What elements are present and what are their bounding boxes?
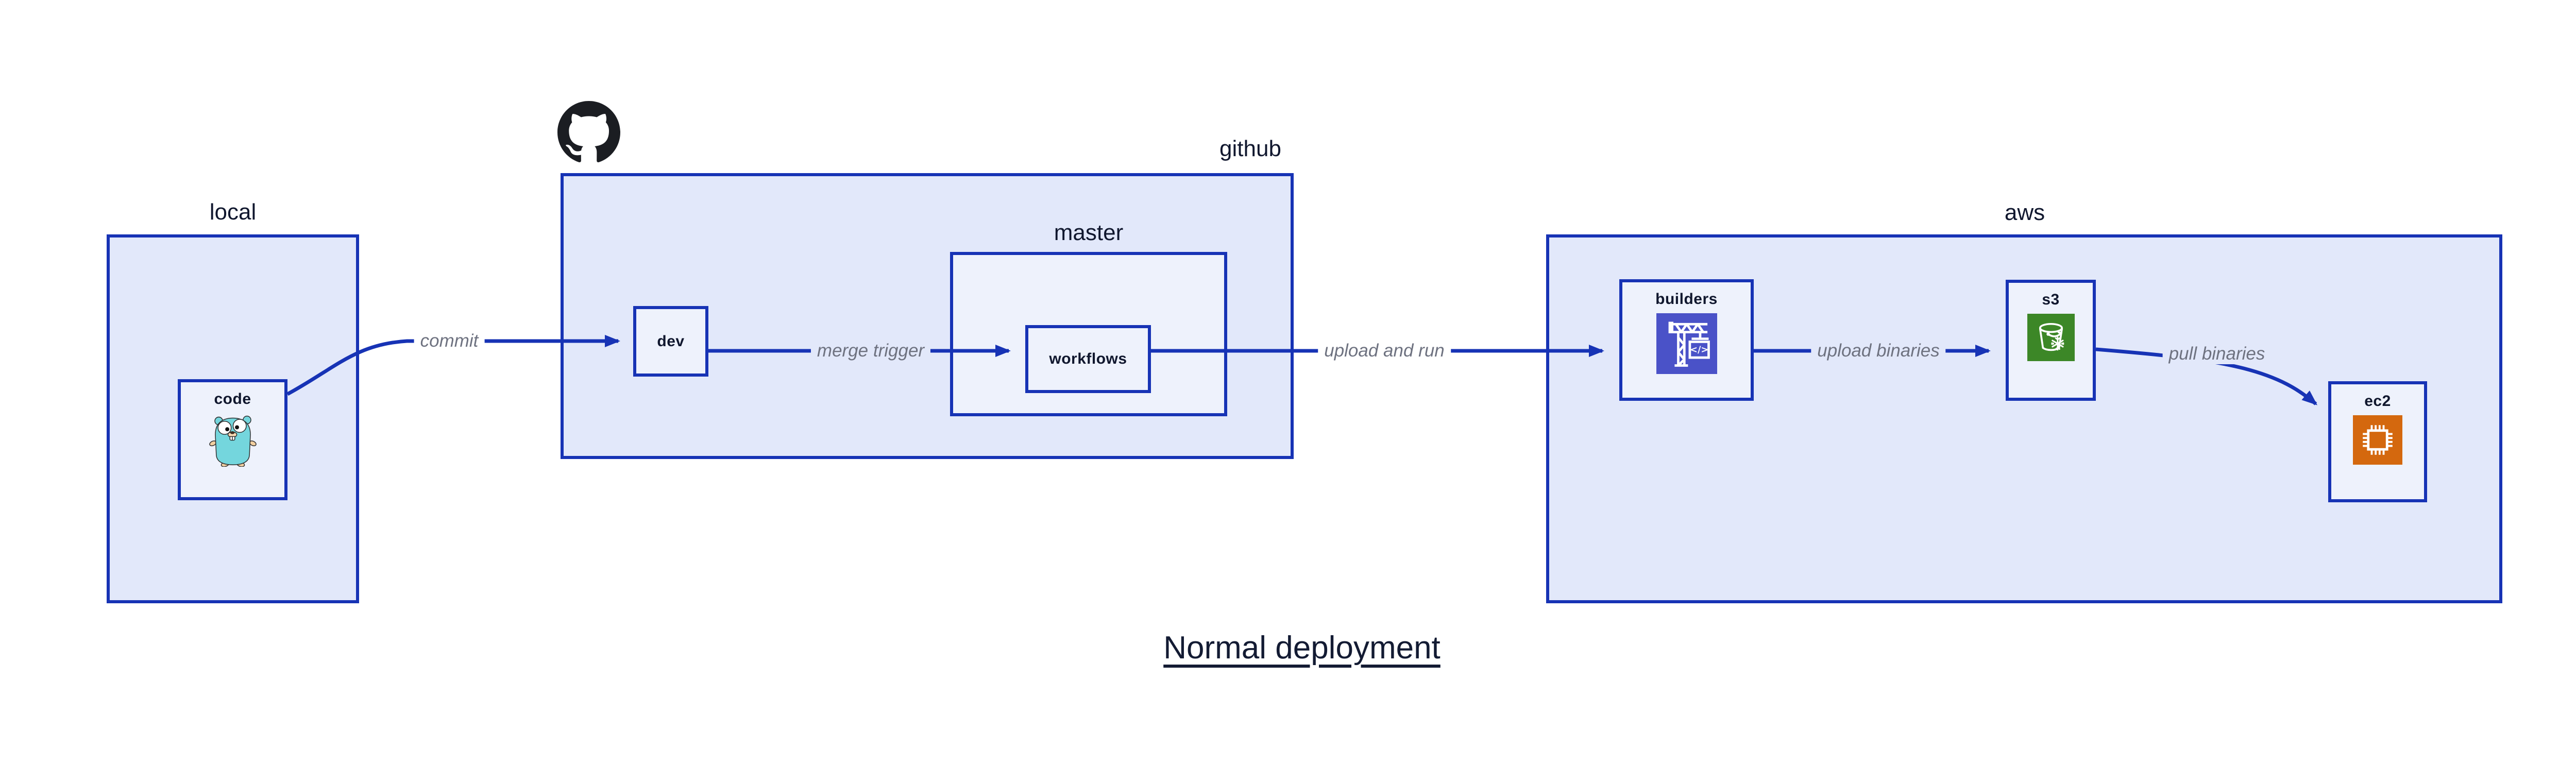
group-master-label: master bbox=[1054, 220, 1124, 245]
node-dev: dev bbox=[633, 306, 708, 377]
node-s3-label: s3 bbox=[2042, 291, 2060, 308]
s3-bucket-icon bbox=[2027, 314, 2075, 361]
group-github-label: github bbox=[1219, 136, 1281, 161]
github-octocat-icon bbox=[557, 101, 620, 162]
node-ec2: ec2 bbox=[2328, 381, 2427, 502]
node-builders: builders </> bbox=[1619, 279, 1754, 401]
node-dev-label: dev bbox=[657, 332, 685, 350]
edge-upload-binaries-label: upload binaries bbox=[1811, 341, 1946, 361]
ec2-chip-icon bbox=[2353, 415, 2402, 465]
group-aws-label: aws bbox=[2004, 200, 2045, 225]
node-s3: s3 bbox=[2006, 280, 2096, 401]
edge-merge-trigger-label: merge trigger bbox=[810, 341, 931, 361]
edge-upload-and-run-label: upload and run bbox=[1318, 341, 1451, 361]
node-code-label: code bbox=[214, 390, 251, 408]
node-builders-label: builders bbox=[1655, 291, 1718, 308]
go-gopher-icon bbox=[209, 415, 257, 467]
svg-text:</>: </> bbox=[1690, 345, 1708, 355]
node-code: code bbox=[178, 379, 287, 500]
node-workflows: workflows bbox=[1025, 325, 1151, 393]
diagram-title: Normal deployment bbox=[1163, 630, 1440, 666]
node-workflows-label: workflows bbox=[1049, 350, 1127, 367]
group-local-label: local bbox=[209, 199, 257, 225]
edge-commit-label: commit bbox=[414, 331, 485, 351]
node-ec2-label: ec2 bbox=[2364, 393, 2391, 410]
edge-pull-binaries-label: pull binaries bbox=[2162, 344, 2272, 364]
codebuild-crane-icon: </> bbox=[1656, 313, 1717, 374]
